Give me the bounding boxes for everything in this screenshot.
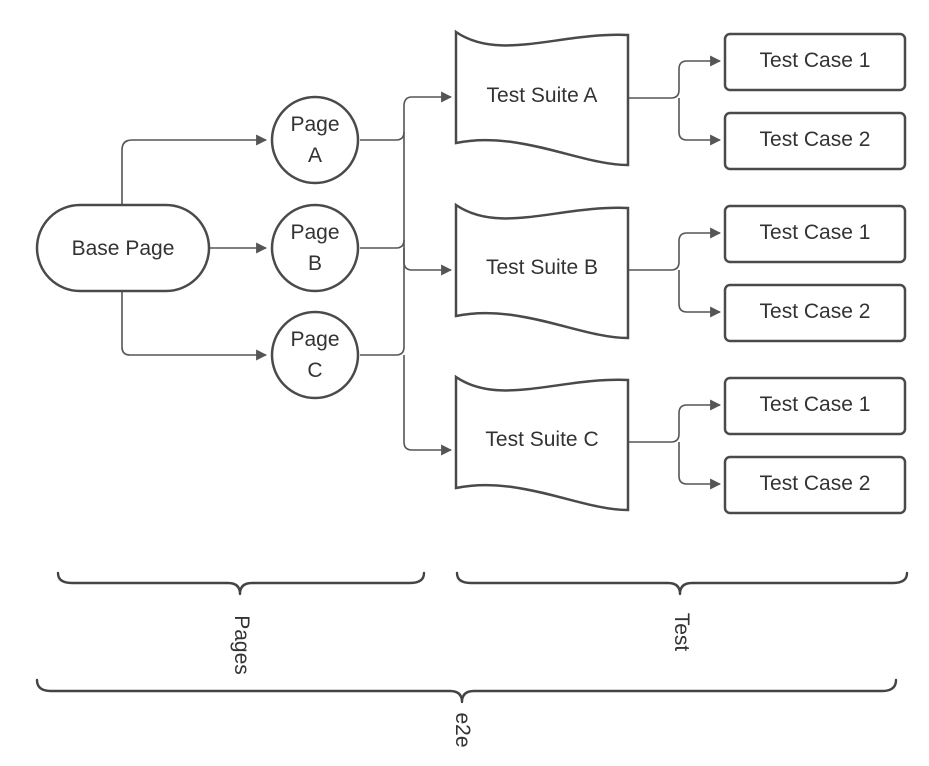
- connector-pages-to-suite-a: [360, 91, 453, 141]
- suite-c-case-1: Test Case 1: [723, 376, 907, 436]
- suite-c-shape: [454, 374, 630, 512]
- case-label: Test Case 2: [760, 300, 871, 323]
- suite-a-label: Test Suite A: [487, 84, 598, 107]
- test-bracket-label: Test: [670, 613, 693, 652]
- base-page-label: Base Page: [72, 237, 175, 260]
- suite-b-node: Test Suite B: [454, 202, 630, 340]
- pages-to-suites-connectors: [360, 91, 453, 456]
- connector-suite-b-to-case-1: [628, 227, 722, 271]
- connector-suite-b-to-case-2: [678, 270, 722, 318]
- connector-suite-c-to-case-2: [678, 442, 722, 490]
- case-label: Test Case 1: [760, 49, 871, 72]
- case-box: [723, 283, 907, 343]
- connector-base-to-page-c: [121, 291, 268, 361]
- connector-suite-c-to-case-1: [628, 399, 722, 443]
- page-a-shape: [270, 95, 360, 185]
- suite-c-node: Test Suite C: [454, 374, 630, 512]
- connector-pages-to-suite-b: [403, 248, 453, 276]
- case-label: Test Case 2: [760, 128, 871, 151]
- case-box: [723, 32, 907, 92]
- connector-base-to-page-a: [121, 134, 268, 205]
- base-page-shape: [35, 203, 211, 293]
- page-b-node: Page B: [270, 203, 360, 293]
- page-c-label-line2: C: [307, 359, 322, 382]
- page-b-label-line2: B: [308, 252, 322, 275]
- test-brace-shape: [455, 571, 909, 596]
- page-c-shape: [270, 310, 360, 400]
- e2e-brace-shape: [35, 678, 898, 704]
- page-a-label-line1: Page: [290, 113, 339, 136]
- base-to-pages-connectors: [121, 134, 268, 361]
- page-c-label-line1: Page: [290, 328, 339, 351]
- suite-b-case-1: Test Case 1: [723, 204, 907, 264]
- suites-to-cases-connectors: [628, 55, 722, 490]
- case-label: Test Case 2: [760, 472, 871, 495]
- e2e-bracket-label: e2e: [451, 712, 474, 747]
- suite-a-node: Test Suite A: [454, 29, 630, 167]
- test-bracket: Test: [455, 571, 909, 652]
- case-box: [723, 376, 907, 436]
- suite-c-case-2: Test Case 2: [723, 455, 907, 515]
- case-label: Test Case 1: [760, 221, 871, 244]
- connector-suite-a-to-case-1: [628, 55, 722, 99]
- page-b-label-line1: Page: [290, 221, 339, 244]
- case-label: Test Case 1: [760, 393, 871, 416]
- e2e-bracket: e2e: [35, 678, 898, 748]
- connector-page-b-merge: [360, 132, 405, 249]
- suite-b-shape: [454, 202, 630, 340]
- case-box: [723, 111, 907, 171]
- pages-bracket: Pages: [56, 571, 426, 675]
- connector-pages-to-suite-c: [403, 355, 453, 456]
- suite-a-case-1: Test Case 1: [723, 32, 907, 92]
- suite-a-shape: [454, 29, 630, 167]
- case-box: [723, 455, 907, 515]
- page-c-node: Page C: [270, 310, 360, 400]
- suite-b-case-2: Test Case 2: [723, 283, 907, 343]
- case-box: [723, 204, 907, 264]
- suite-a-case-2: Test Case 2: [723, 111, 907, 171]
- suite-c-label: Test Suite C: [485, 428, 598, 451]
- pages-bracket-label: Pages: [230, 615, 253, 675]
- connector-page-c-merge: [360, 240, 405, 356]
- pages-brace-shape: [56, 571, 426, 596]
- page-a-node: Page A: [270, 95, 360, 185]
- base-page-node: Base Page: [35, 203, 211, 293]
- page-b-shape: [270, 203, 360, 293]
- connector-suite-a-to-case-2: [678, 98, 722, 146]
- suite-b-label: Test Suite B: [486, 256, 598, 279]
- page-a-label-line2: A: [308, 144, 322, 167]
